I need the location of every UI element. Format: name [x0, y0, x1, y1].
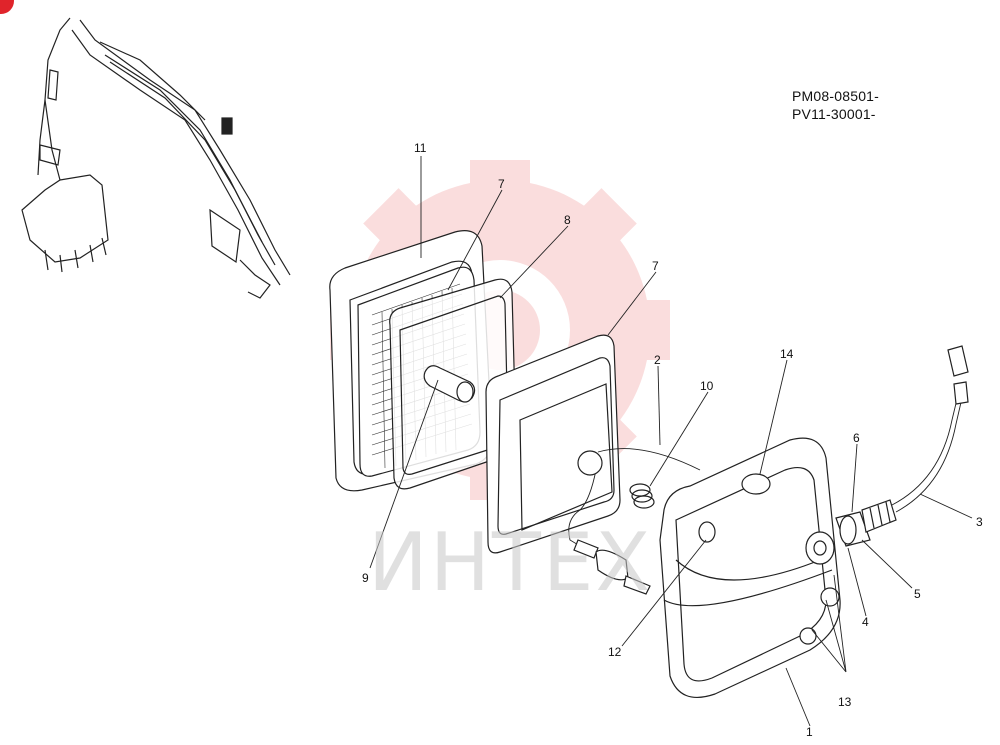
- serial-range-line-1: PM08-08501-: [792, 88, 880, 104]
- callout-3: 3: [976, 515, 983, 529]
- callout-1: 1: [806, 725, 813, 739]
- callout-2: 2: [654, 353, 661, 367]
- grommet-nut-parts: [835, 499, 897, 547]
- callout-9: 9: [362, 571, 369, 585]
- callout-12: 12: [608, 645, 622, 659]
- cable-part-3: [891, 345, 969, 513]
- spring-part-10: [629, 483, 655, 509]
- callout-11: 11: [414, 141, 427, 155]
- excavator-arm-illustration: [21, 17, 291, 299]
- callout-10: 10: [700, 379, 714, 393]
- callout-7-front: 7: [498, 177, 505, 191]
- callout-14: 14: [780, 347, 794, 361]
- socket-wire-harness: [568, 448, 701, 595]
- callout-labels: 11 7 8 7 2 10 14 6 3 5 4 13 1 12 9: [362, 141, 983, 739]
- watermark-text: ИНТЕХ: [368, 516, 652, 609]
- housing-part-1: [659, 437, 841, 698]
- callout-leaders: [369, 156, 973, 727]
- callout-4: 4: [862, 615, 869, 629]
- callout-5: 5: [914, 587, 921, 601]
- inner-lens-part-7: [485, 334, 621, 554]
- callout-7-inner: 7: [652, 259, 659, 273]
- callout-6: 6: [853, 431, 860, 445]
- callout-8: 8: [564, 213, 571, 227]
- bulb-part-9: [423, 365, 476, 403]
- serial-range-line-2: PV11-30001-: [792, 106, 876, 122]
- callout-13: 13: [838, 695, 852, 709]
